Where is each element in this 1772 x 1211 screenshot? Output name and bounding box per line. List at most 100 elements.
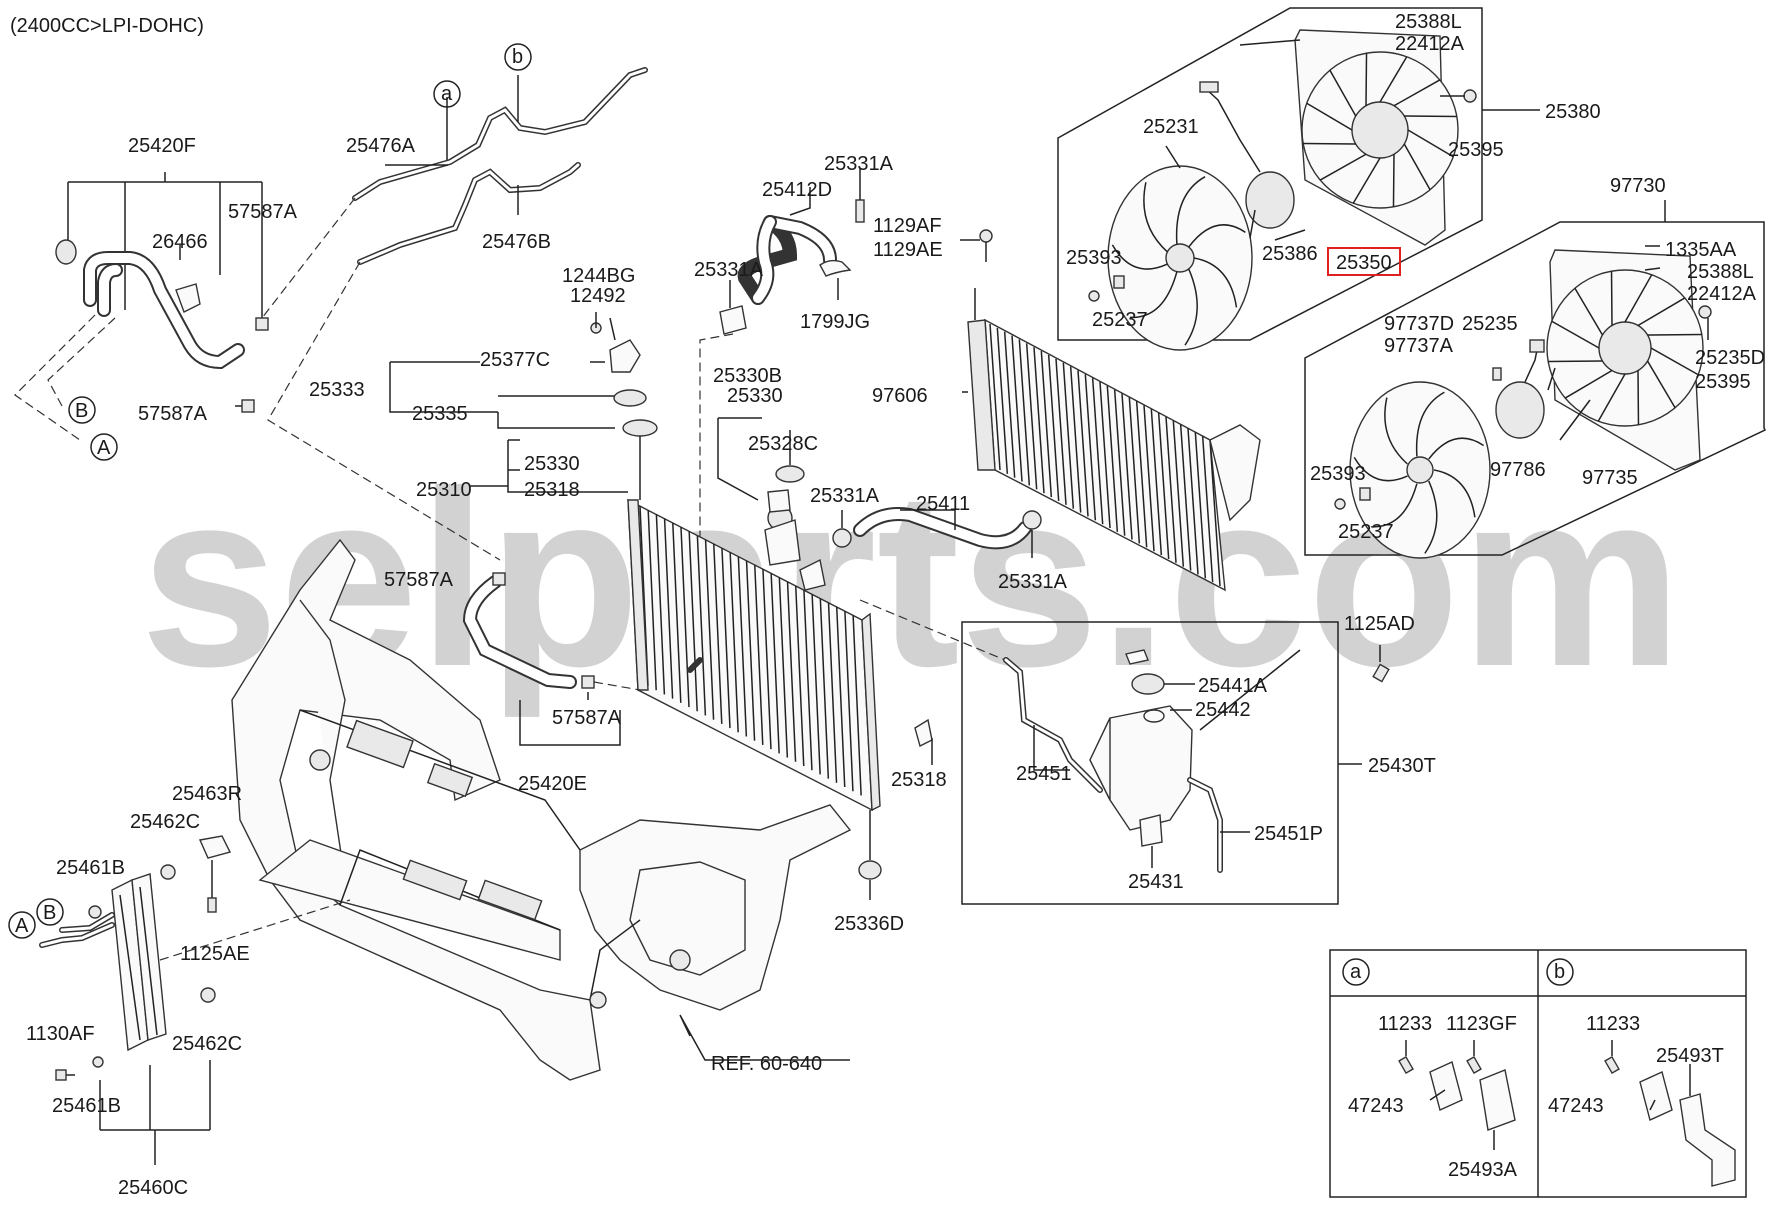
label-25335: 25335 <box>412 403 468 425</box>
svg-text:A: A <box>15 915 29 937</box>
svg-text:B: B <box>43 902 56 924</box>
svg-text:b: b <box>512 46 523 68</box>
inset-a-label-25493A: 25493A <box>1448 1159 1518 1181</box>
label-25431: 25431 <box>1128 871 1184 893</box>
label-25463R: 25463R <box>172 783 242 805</box>
label-25310: 25310 <box>416 479 472 501</box>
label-1125AD: 1125AD <box>1344 613 1415 635</box>
label-1129AF: 1129AF <box>873 215 942 237</box>
callout-b-top: b <box>504 43 532 71</box>
label-25393-1: 25393 <box>1066 247 1122 269</box>
svg-text:A: A <box>97 437 111 459</box>
radiator-mounts: 25318 25336D <box>834 718 947 935</box>
label-97730: 97730 <box>1610 175 1666 197</box>
label-25237-1: 25237 <box>1092 309 1148 331</box>
label-25350[interactable]: 25350 <box>1336 252 1392 274</box>
lower-hose-25411: 25331A 25411 25331A <box>810 485 1068 593</box>
label-25412D: 25412D <box>762 179 832 201</box>
label-25330B: 25330B <box>713 365 782 387</box>
label-25235D: 25235D <box>1695 347 1765 369</box>
label-25462C-2: 25462C <box>172 1033 242 1055</box>
label-25330-1: 25330 <box>727 385 783 407</box>
label-25442: 25442 <box>1195 699 1251 721</box>
label-25451: 25451 <box>1016 763 1072 785</box>
fan-assembly-97730: 97730 1335AA 25388L 22412A 97737D 97737A… <box>1304 175 1767 559</box>
label-57587A-4: 57587A <box>552 707 622 729</box>
inset-b-label-11233: 11233 <box>1586 1013 1640 1035</box>
label-25237-2: 25237 <box>1338 521 1394 543</box>
label-25430T: 25430T <box>1368 755 1436 777</box>
label-25451P: 25451P <box>1254 823 1323 845</box>
label-25388L-2: 25388L <box>1687 261 1754 283</box>
label-57587A-3: 57587A <box>384 569 454 591</box>
label-25476A: 25476A <box>346 135 416 157</box>
label-97737A: 97737A <box>1384 335 1454 357</box>
label-22412A-2: 22412A <box>1687 283 1757 305</box>
label-1129AE: 1129AE <box>873 239 943 261</box>
label-25331A-4: 25331A <box>998 571 1068 593</box>
label-25393-2: 25393 <box>1310 463 1366 485</box>
label-25318-1: 25318 <box>524 479 580 501</box>
label-1335AA: 1335AA <box>1665 239 1737 261</box>
label-57587A-2: 57587A <box>138 403 208 425</box>
label-1244BG: 1244BG <box>562 265 635 287</box>
label-25461B-1: 25461B <box>56 857 125 879</box>
label-25441A: 25441A <box>1198 675 1268 697</box>
callout-A-bottom: A <box>8 911 36 939</box>
label-25461B-2: 25461B <box>52 1095 121 1117</box>
drain-plug-group: 25330B 25330 25328C <box>713 365 818 513</box>
label-25235: 25235 <box>1462 313 1518 335</box>
label-1799JG: 1799JG <box>800 311 870 333</box>
inset-a-label-1123GF: 1123GF <box>1446 1013 1517 1035</box>
label-25336D: 25336D <box>834 913 904 935</box>
ref-60-640: REF. 60-640 <box>711 1053 822 1075</box>
reservoir-25430T: 1125AD 25441A 25442 25451 25430T 25451P … <box>961 613 1436 905</box>
condenser-97606: 97606 <box>872 288 1261 592</box>
front-carrier-panel: REF. 60-640 <box>231 538 852 1081</box>
label-25330-2: 25330 <box>524 453 580 475</box>
inset-a-label-47243: 47243 <box>1348 1095 1404 1117</box>
label-25411: 25411 <box>916 493 970 515</box>
label-25331A-1: 25331A <box>824 153 894 175</box>
label-25331A-3: 25331A <box>810 485 880 507</box>
label-25476B: 25476B <box>482 231 551 253</box>
label-25333: 25333 <box>309 379 365 401</box>
label-25328C: 25328C <box>748 433 818 455</box>
upper-hose-25412D: 25412D 25331A 1799JG 1129AF 1129AE 25331… <box>667 153 993 671</box>
label-25395-1: 25395 <box>1448 139 1504 161</box>
inset-table-a-b: a b 11233 1123GF 47243 25493A 11233 2549… <box>1329 949 1747 1198</box>
label-25377C: 25377C <box>480 349 550 371</box>
hose-group-25420F: 25420F 26466 57587A 57587A <box>14 135 298 441</box>
label-97735: 97735 <box>1582 467 1638 489</box>
label-97737D: 97737D <box>1384 313 1454 335</box>
oil-cooler-25460C: 25463R 25462C 25461B 1125AE 1130AF 25462… <box>26 783 351 1199</box>
callout-A-top: A <box>90 433 118 461</box>
label-25380: 25380 <box>1545 101 1601 123</box>
label-25420F: 25420F <box>128 135 196 157</box>
label-57587A-1: 57587A <box>228 201 298 223</box>
label-25460C: 25460C <box>118 1177 188 1199</box>
radiator-25310: 25330 25318 25310 <box>416 439 881 812</box>
inset-callout-a: a <box>1350 961 1362 983</box>
label-25420E: 25420E <box>518 773 587 795</box>
label-1130AF: 1130AF <box>26 1023 95 1045</box>
highlight-25350 <box>1327 247 1401 276</box>
label-25462C-1: 25462C <box>130 811 200 833</box>
label-12492: 12492 <box>570 285 626 307</box>
label-25395-2: 25395 <box>1695 371 1751 393</box>
label-26466: 26466 <box>152 231 208 253</box>
label-25388L-1: 25388L <box>1395 11 1462 33</box>
label-1125AE: 1125AE <box>180 943 250 965</box>
engine-note: (2400CC>LPI-DOHC) <box>10 15 204 37</box>
callout-B-bottom: B <box>36 898 64 926</box>
label-25331A-2: 25331A <box>694 259 764 281</box>
callout-a-top: a <box>433 80 461 108</box>
label-25318-2: 25318 <box>891 769 947 791</box>
svg-text:a: a <box>441 83 453 105</box>
label-25231: 25231 <box>1143 116 1199 138</box>
label-97786: 97786 <box>1490 459 1546 481</box>
label-22412A-1: 22412A <box>1395 33 1465 55</box>
svg-text:B: B <box>75 400 88 422</box>
callout-B-top: B <box>68 396 96 424</box>
